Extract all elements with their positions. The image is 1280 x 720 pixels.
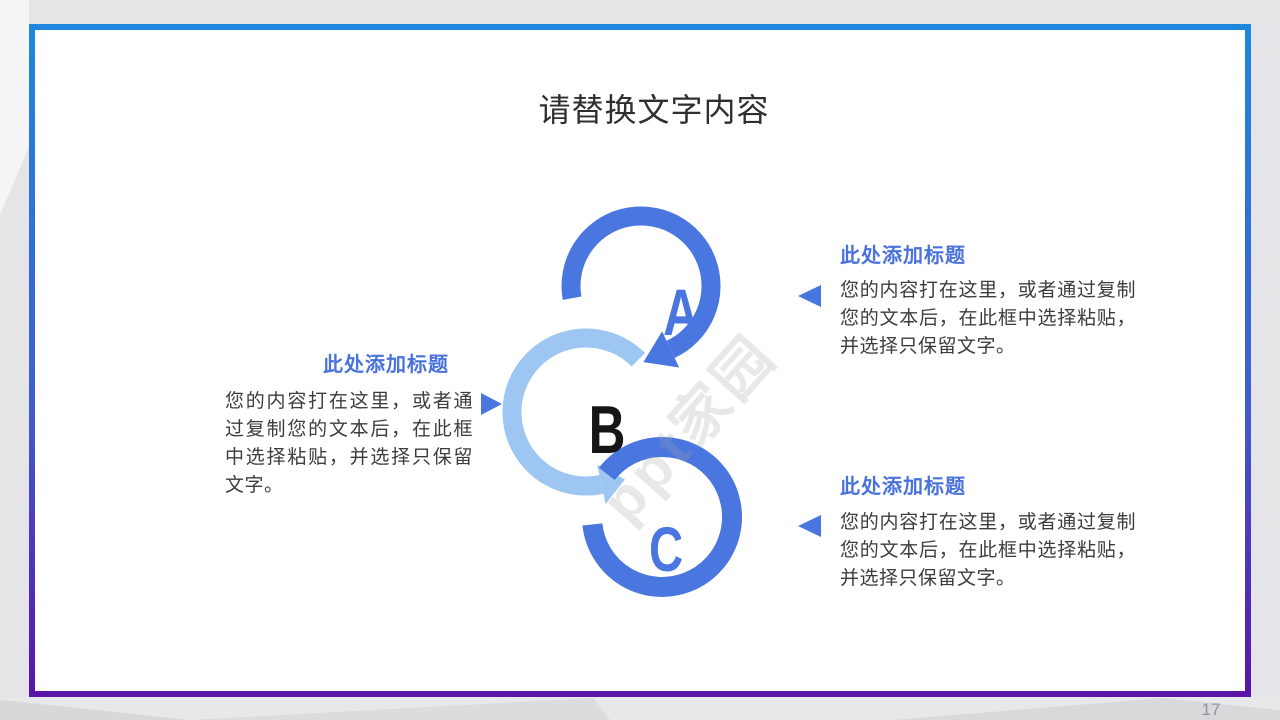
- slide-title: 请替换文字内容: [538, 92, 770, 128]
- triangle-left-icon: [798, 515, 821, 537]
- background-facet: [0, 699, 190, 720]
- right-top-block-body: 您的内容打在这里，或者通过复制您的文本后，在此框中选择粘贴，并选择只保留文字。: [840, 280, 1136, 357]
- page-number: 17: [1201, 700, 1221, 719]
- right-bottom-block-body: 您的内容打在这里，或者通过复制您的文本后，在此框中选择粘贴，并选择只保留文字。: [840, 512, 1136, 589]
- node-letter-c: C: [648, 515, 684, 585]
- background-facet: [0, 0, 29, 215]
- triangle-left-icon: [798, 285, 821, 307]
- slide-gradient-border: 请替换文字内容 A B C 此处添加标题 您的内容打在这里，或者通过复制您的文本…: [29, 24, 1251, 719]
- background-facet: [190, 698, 610, 720]
- left-block-heading: 此处添加标题: [323, 354, 449, 376]
- right-top-block-heading: 此处添加标题: [840, 245, 966, 267]
- left-block-body: 您的内容打在这里，或者通过复制您的文本后，在此框中选择粘贴，并选择只保留文字。: [225, 391, 473, 496]
- right-bottom-block-heading: 此处添加标题: [840, 476, 966, 498]
- node-letter-b: B: [588, 392, 626, 468]
- ring-b-arrowhead: [597, 464, 625, 504]
- triangle-right-icon: [481, 393, 502, 415]
- node-letter-a: A: [663, 275, 699, 349]
- background-bottom-strip: [0, 697, 1280, 720]
- slide-canvas: 请替换文字内容 A B C 此处添加标题 您的内容打在这里，或者通过复制您的文本…: [35, 30, 1245, 719]
